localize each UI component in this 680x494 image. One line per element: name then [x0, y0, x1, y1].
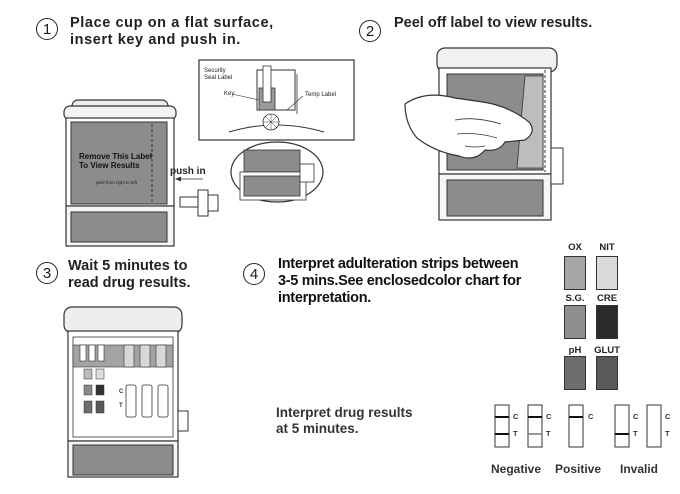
key-detail-diagram	[198, 59, 355, 141]
push-in-text: push in	[170, 166, 206, 177]
negative-strip-1-t: T	[513, 429, 518, 438]
swatch-label-ox: OX	[568, 242, 582, 253]
step-2-peel-illustration	[404, 47, 564, 221]
negative-strip-1	[494, 404, 510, 448]
negative-label: Negative	[491, 462, 542, 476]
push-arrow-icon	[175, 176, 203, 182]
key-part-icon	[179, 189, 219, 217]
swatch-label-sg: S.G.	[565, 293, 585, 304]
invalid-strip-1-t: T	[633, 429, 638, 438]
step-3-cup-illustration	[63, 306, 189, 478]
invalid-strip-2-t: T	[665, 429, 670, 438]
swatch-label-nit: NIT	[599, 242, 615, 253]
step-3-text: Wait 5 minutes to read drug results.	[68, 258, 191, 291]
invalid-label: Invalid	[620, 462, 659, 476]
key-label-text: Key	[224, 91, 235, 97]
step-1-cup-illustration	[63, 99, 177, 247]
cup-strip-c-letter: C	[119, 389, 124, 395]
invalid-strip-1-c: C	[633, 412, 639, 421]
negative-strip-2	[527, 404, 543, 448]
swatch-ox	[564, 256, 586, 290]
swatch-sg	[564, 305, 586, 339]
push-in-detail-diagram	[230, 141, 324, 203]
step-1-number: 1	[36, 18, 58, 40]
negative-strip-2-c: C	[546, 412, 552, 421]
negative-strip-1-c: C	[513, 412, 519, 421]
swatch-label-cre: CRE	[596, 293, 618, 304]
swatch-ph	[564, 356, 586, 390]
step-4-number: 4	[243, 263, 265, 285]
invalid-strip-2	[646, 404, 662, 448]
positive-label: Positive	[555, 462, 602, 476]
step-4-text: Interpret adulteration strips between 3-…	[278, 256, 522, 306]
positive-strip-c: C	[588, 412, 594, 421]
swatch-cre	[596, 305, 618, 339]
peel-direction-text: peel from right to left	[96, 180, 138, 185]
swatch-glut	[596, 356, 618, 390]
swatch-label-ph: pH	[568, 345, 582, 356]
step-2-text: Peel off label to view results.	[394, 15, 593, 31]
cup-strip-t-letter: T	[119, 403, 123, 409]
step-2-number: 2	[359, 20, 381, 42]
negative-strip-2-t: T	[546, 429, 551, 438]
swatch-nit	[596, 256, 618, 290]
invalid-strip-2-c: C	[665, 412, 671, 421]
temp-label-text: Temp Label	[305, 92, 337, 98]
remove-label-text: Remove This Label To View Results	[79, 152, 152, 170]
drug-results-text: Interpret drug results at 5 minutes.	[276, 405, 413, 436]
security-seal-label-text: Security Seal Label	[204, 68, 233, 81]
positive-strip	[568, 404, 584, 448]
step-3-number: 3	[36, 262, 58, 284]
step-1-text: Place cup on a flat surface, insert key …	[70, 15, 274, 48]
swatch-label-glut: GLUT	[594, 345, 620, 356]
invalid-strip-1	[614, 404, 630, 448]
